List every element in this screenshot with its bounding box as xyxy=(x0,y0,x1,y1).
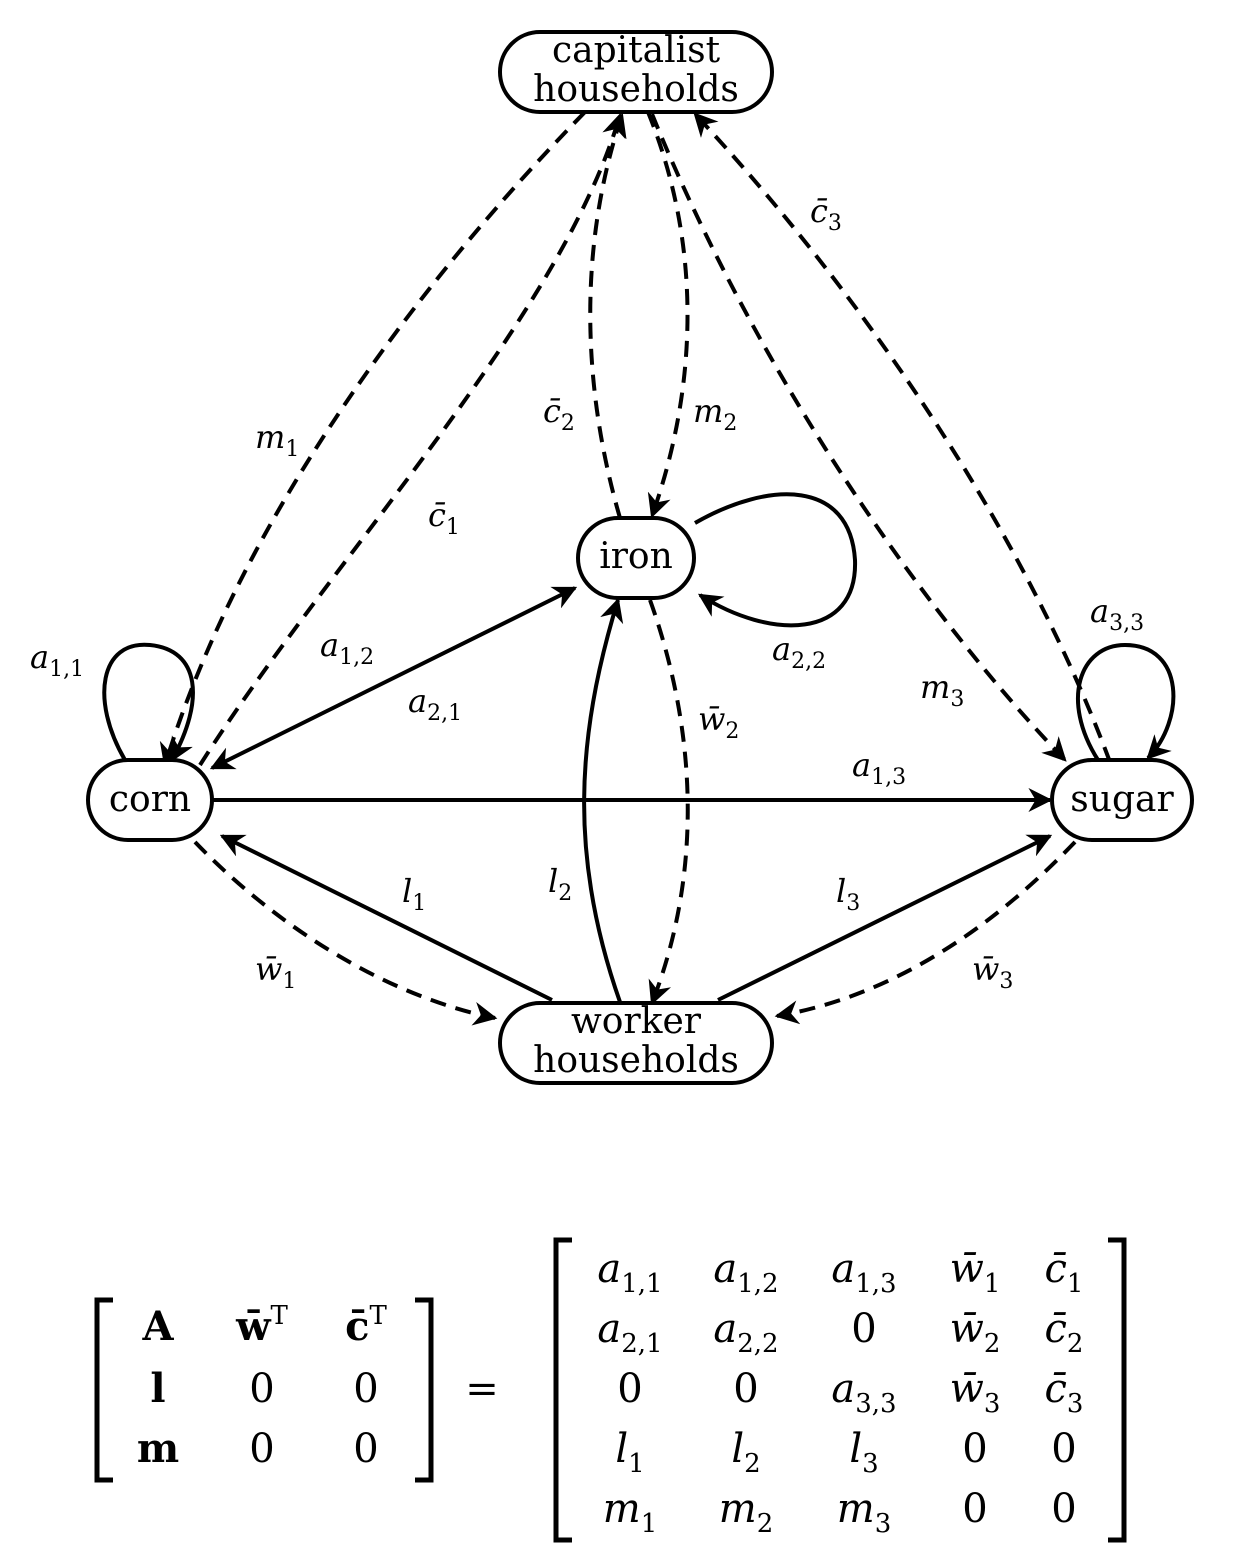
rhs-cell-0-2: a1,3 xyxy=(831,1246,896,1299)
edge-w2 xyxy=(648,599,690,1006)
edge-label-a33: a3,3 xyxy=(1090,592,1144,636)
node-label-line1: worker xyxy=(571,1001,702,1042)
lhs-cell-0-1: w̄T xyxy=(235,1301,288,1350)
edge-label-w3: w̄3 xyxy=(972,950,1013,994)
rhs-cell-3-2: l3 xyxy=(849,1426,878,1479)
rhs-cell-1-2: 0 xyxy=(851,1306,876,1352)
node-label: sugar xyxy=(1070,779,1174,820)
node-worker-households: worker households xyxy=(498,1001,774,1085)
rhs-cell-3-3: 0 xyxy=(962,1426,987,1472)
node-iron: iron xyxy=(576,516,696,600)
edge-a22 xyxy=(694,492,858,628)
rhs-cell-4-1: m2 xyxy=(719,1486,773,1539)
edge-label-m3: m3 xyxy=(920,668,964,712)
equals-sign: = xyxy=(465,1366,499,1412)
edge-a33 xyxy=(1075,642,1176,762)
node-label-line2: households xyxy=(533,69,739,110)
edge-label-a12: a1,2 xyxy=(320,626,374,670)
edge-a12-a21 xyxy=(209,586,578,770)
node-sugar: sugar xyxy=(1050,758,1194,842)
rhs-cell-3-1: l2 xyxy=(731,1426,760,1479)
edge-c2 xyxy=(588,112,627,519)
edge-labels: m1 c̄1 c̄2 m2 c̄3 m3 a1,1 a1,2 a2,1 a2,2 a3,3 a1,3 w… xyxy=(30,192,1144,994)
node-label-line2: households xyxy=(533,1040,739,1081)
rhs-cell-4-2: m3 xyxy=(837,1486,891,1539)
rhs-cell-0-4: c̄1 xyxy=(1045,1246,1084,1299)
lhs-right-bracket xyxy=(415,1297,434,1483)
rhs-cell-4-0: m1 xyxy=(603,1486,657,1539)
edge-label-w2: w̄2 xyxy=(698,700,739,744)
rhs-cell-2-0: 0 xyxy=(617,1366,642,1412)
lhs-left-bracket xyxy=(94,1297,113,1483)
edges xyxy=(102,110,1176,1026)
rhs-left-bracket xyxy=(553,1237,572,1543)
lhs-cell-0-0: A xyxy=(141,1303,174,1350)
lhs-cell-2-2: 0 xyxy=(353,1426,378,1472)
rhs-cell-0-3: w̄1 xyxy=(950,1246,1001,1299)
rhs-right-bracket xyxy=(1108,1237,1127,1543)
edge-label-a21: a2,1 xyxy=(408,682,462,726)
node-label: corn xyxy=(109,779,191,820)
rhs-cell-1-4: c̄2 xyxy=(1045,1306,1084,1359)
rhs-cell-2-3: w̄3 xyxy=(950,1366,1001,1419)
edge-label-a22: a2,2 xyxy=(772,630,826,674)
edge-label-l3: l3 xyxy=(836,872,860,916)
rhs-cell-1-1: a2,2 xyxy=(713,1306,778,1359)
rhs-cell-3-4: 0 xyxy=(1051,1426,1076,1472)
edge-label-c2: c̄2 xyxy=(543,392,575,436)
edge-m2 xyxy=(646,111,690,519)
lhs-cell-1-2: 0 xyxy=(353,1366,378,1412)
edge-l2 xyxy=(582,597,624,1003)
lhs-cell-2-0: m xyxy=(137,1425,179,1472)
lhs-cell-0-2: c̄T xyxy=(345,1301,387,1350)
edge-label-l2: l2 xyxy=(548,862,572,906)
node-capitalist-households: capitalist households xyxy=(498,30,774,114)
edge-w3 xyxy=(774,840,1077,1025)
lhs-cell-1-1: 0 xyxy=(249,1366,274,1412)
rhs-cell-2-4: c̄3 xyxy=(1045,1366,1084,1419)
edge-m1 xyxy=(159,110,587,768)
rhs-cell-0-1: a1,2 xyxy=(713,1246,778,1299)
edge-label-c3: c̄3 xyxy=(810,192,842,236)
edge-label-a13: a1,3 xyxy=(852,746,906,790)
rhs-cell-2-1: 0 xyxy=(733,1366,758,1412)
rhs-cell-4-3: 0 xyxy=(962,1486,987,1532)
node-corn: corn xyxy=(86,758,214,842)
edge-label-c1: c̄1 xyxy=(428,496,460,540)
edge-label-m1: m1 xyxy=(255,418,299,462)
rhs-cell-3-0: l1 xyxy=(615,1426,644,1479)
rhs-cell-2-2: a3,3 xyxy=(831,1366,896,1419)
edge-label-w1: w̄1 xyxy=(255,950,296,994)
node-label-line1: capitalist xyxy=(552,30,721,71)
edge-c3 xyxy=(693,112,1112,763)
node-label: iron xyxy=(599,536,673,577)
edge-l1 xyxy=(219,834,553,1002)
rhs-cell-4-4: 0 xyxy=(1051,1486,1076,1532)
edge-a11 xyxy=(102,642,195,763)
lhs-cell-2-1: 0 xyxy=(249,1426,274,1472)
edge-label-l1: l1 xyxy=(402,872,426,916)
edge-label-a11: a1,1 xyxy=(30,638,84,682)
rhs-cell-1-3: w̄2 xyxy=(950,1306,1001,1359)
edge-w1 xyxy=(193,840,498,1026)
edge-l3 xyxy=(717,834,1053,1002)
edge-m3 xyxy=(650,113,1067,762)
rhs-matrix: a1,1 a1,2 a1,3 w̄1 c̄1 a2,1 a2,2 0 w̄2 c̄2 0 0 a3,3 w… xyxy=(597,1246,1083,1539)
lhs-cell-1-0: l xyxy=(150,1365,165,1412)
edge-label-m2: m2 xyxy=(693,392,737,436)
rhs-cell-0-0: a1,1 xyxy=(597,1246,662,1299)
rhs-cell-1-0: a2,1 xyxy=(597,1306,662,1359)
